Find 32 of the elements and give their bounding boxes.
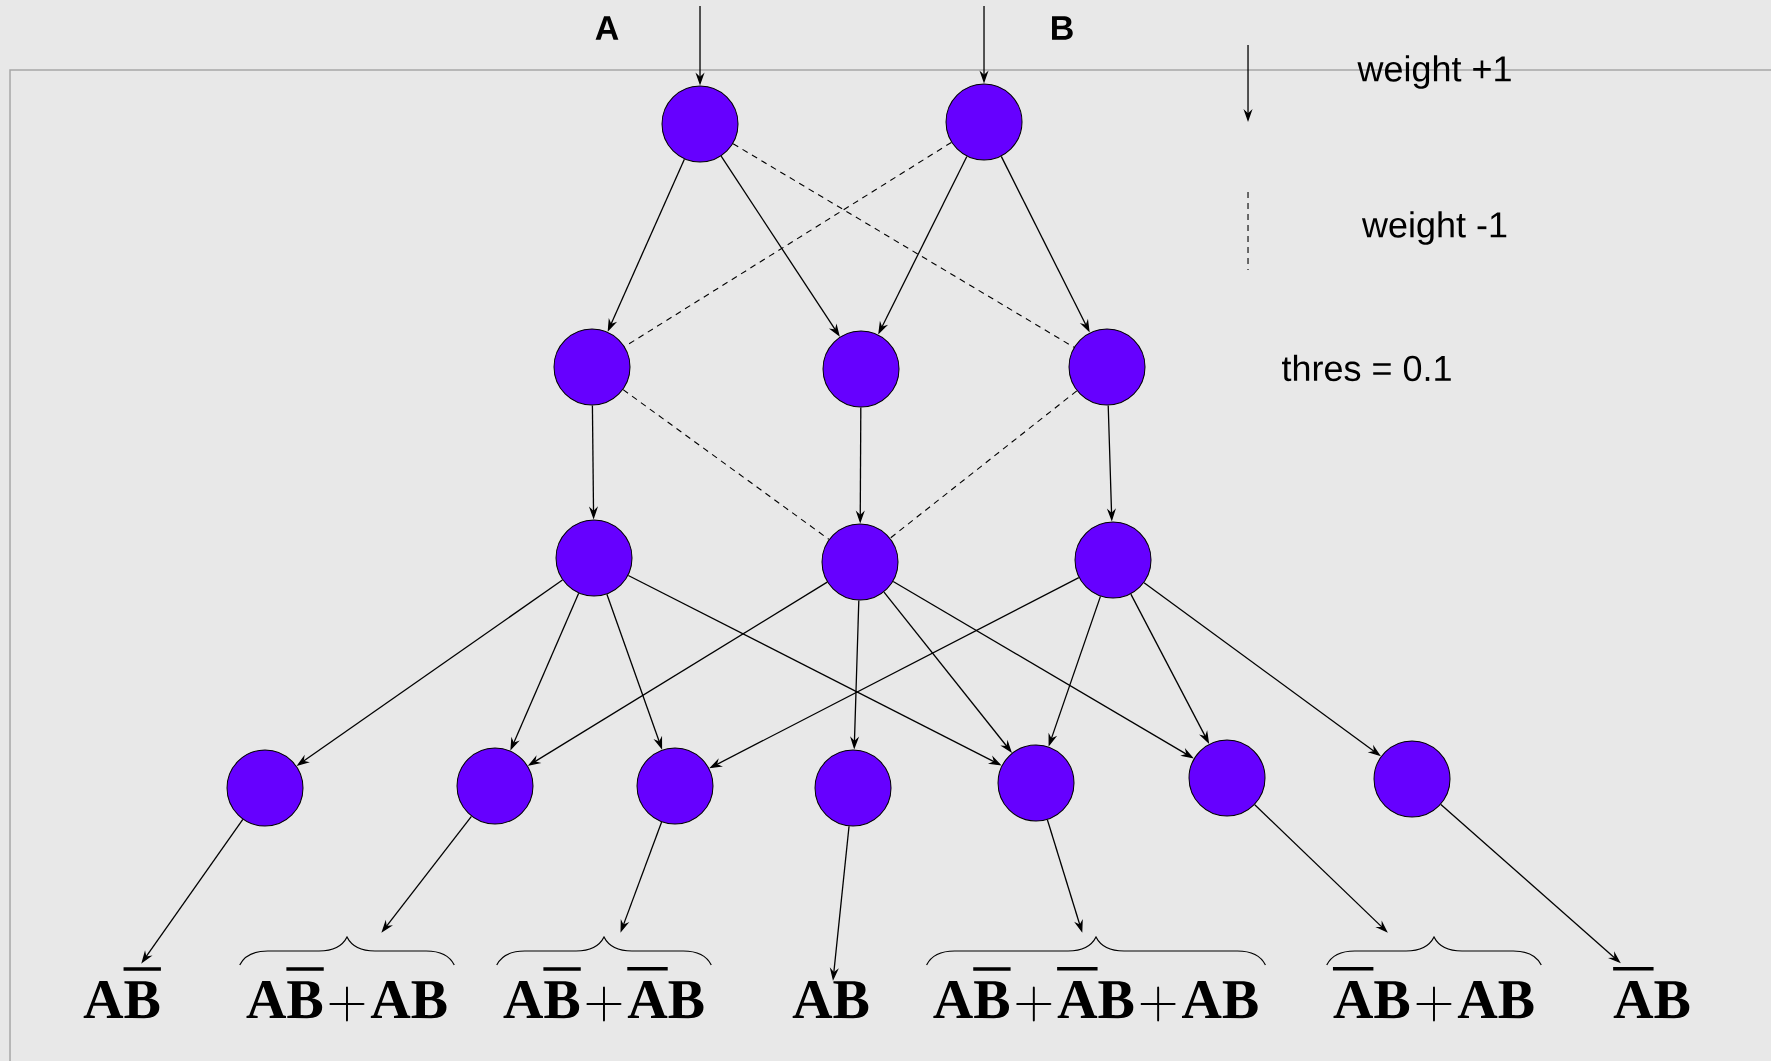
neuron-circle [814, 749, 892, 827]
input-label: A [595, 16, 619, 40]
neuron-circle [822, 330, 900, 408]
dashed-connector [889, 390, 1078, 539]
dashed-connector [732, 143, 1075, 348]
formula: $\mathbf{\overline{A}B}+\mathbf{AB}$ [1332, 968, 1534, 1022]
formula: $\mathbf{AB}$ [792, 981, 869, 1019]
neuron-circle [456, 747, 534, 825]
formula: $\mathbf{A\overline{B}}+\mathbf{AB}$ [246, 969, 447, 1022]
formula: $\mathbf{A\overline{B}}$ [83, 969, 161, 1019]
formula: $\mathbf{\overline{A}B}$ [1613, 968, 1690, 1019]
neuron-circle [1068, 328, 1146, 406]
dashed-connector [622, 389, 830, 540]
legend-label: weight -1 [1361, 211, 1507, 245]
neuron-circle [555, 519, 633, 597]
neuron-circle [997, 744, 1075, 822]
arrow [1254, 804, 1388, 933]
legend-label: weight +1 [1357, 55, 1511, 89]
neuron-circle [636, 747, 714, 825]
neuron-circle [1188, 739, 1266, 817]
neuron-circle [1074, 521, 1152, 599]
neuron-circle [553, 328, 631, 406]
formula: $\mathbf{A\overline{B}}+\mathbf{\overline{A}B}+\mathbf{AB}$ [933, 968, 1258, 1022]
input-label: B [1052, 16, 1073, 40]
formula: $\mathbf{A\overline{B}}+\mathbf{\overline{A}B}$ [503, 968, 704, 1022]
neuron-circle [1373, 740, 1451, 818]
neuron-circle [821, 523, 899, 601]
dashed-connector [624, 141, 952, 348]
neuron-circle [945, 83, 1023, 161]
neuron-circle [661, 85, 739, 163]
threshold-label: thres = 0.1 [1282, 354, 1451, 382]
neuron-circle [226, 749, 304, 827]
